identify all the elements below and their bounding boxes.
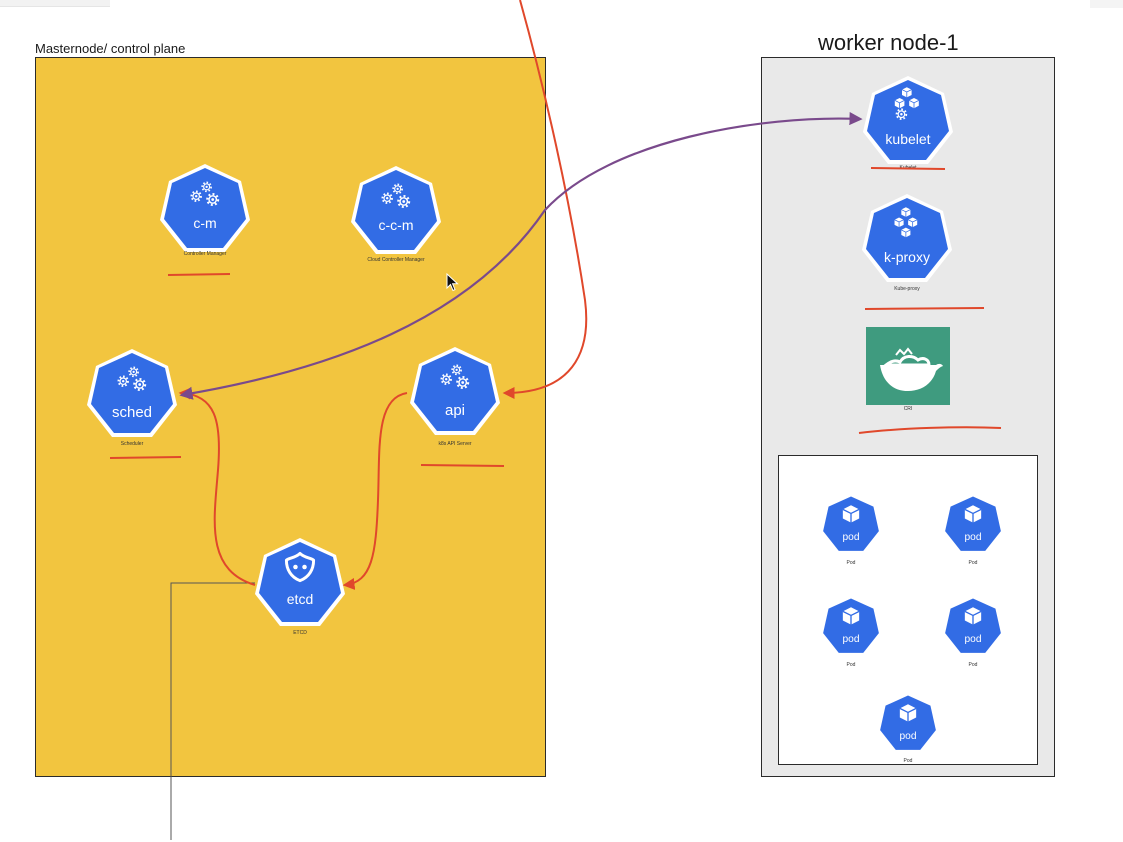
gears-icon: api bbox=[405, 343, 505, 443]
master-title: Masternode/ control plane bbox=[35, 41, 186, 56]
component-sublabel: ETCD bbox=[293, 630, 307, 636]
pod-label: pod bbox=[965, 634, 982, 645]
worker-title: worker node-1 bbox=[818, 30, 959, 55]
component-sublabel: Controller Manager bbox=[183, 251, 227, 257]
component-sublabel: Cloud Controller Manager bbox=[367, 257, 425, 263]
component-label: c-c-m bbox=[379, 217, 414, 233]
gears-icon: c-m bbox=[155, 160, 255, 260]
gears-icon: c-c-m bbox=[346, 162, 446, 262]
cube-icon: pod bbox=[939, 593, 1007, 661]
cube-icon: pod bbox=[874, 690, 942, 758]
pod-label: pod bbox=[843, 634, 860, 645]
cubes-icon: k-proxy bbox=[857, 190, 957, 290]
component-sublabel: Kubelet bbox=[899, 165, 917, 171]
pod-sublabel: Pod bbox=[846, 662, 856, 668]
cube-icon: pod bbox=[817, 491, 885, 559]
toolbar-fragment bbox=[0, 0, 110, 7]
component-label: kubelet bbox=[885, 131, 930, 147]
component-label: c-m bbox=[193, 215, 216, 231]
pod-sublabel: Pod bbox=[968, 662, 978, 668]
component-label: sched bbox=[112, 404, 152, 421]
component-label: etcd bbox=[287, 591, 313, 607]
cube-icon: pod bbox=[939, 491, 1007, 559]
cubes-gear-icon: kubelet bbox=[858, 72, 958, 172]
gears-icon: sched bbox=[82, 345, 182, 445]
component-sublabel: Scheduler bbox=[120, 441, 144, 447]
pod-sublabel: Pod bbox=[968, 560, 978, 566]
component-sublabel: k8s API Server bbox=[438, 441, 472, 447]
docker-whale-icon bbox=[880, 347, 943, 391]
toolbar-fragment bbox=[1090, 0, 1123, 8]
pod-sublabel: Pod bbox=[903, 758, 913, 764]
pod-sublabel: Pod bbox=[846, 560, 856, 566]
component-label: api bbox=[445, 402, 465, 419]
mouse-cursor-icon bbox=[446, 273, 459, 292]
etcd-icon: etcd bbox=[250, 534, 350, 634]
component-sublabel: CRI bbox=[903, 406, 913, 412]
pod-label: pod bbox=[900, 731, 917, 742]
component-sublabel: Kube-proxy bbox=[894, 286, 920, 292]
cube-icon: pod bbox=[817, 593, 885, 661]
cri-container-runtime[interactable] bbox=[866, 327, 950, 405]
pod-label: pod bbox=[843, 532, 860, 543]
component-label: k-proxy bbox=[884, 249, 930, 265]
pod-label: pod bbox=[965, 532, 982, 543]
